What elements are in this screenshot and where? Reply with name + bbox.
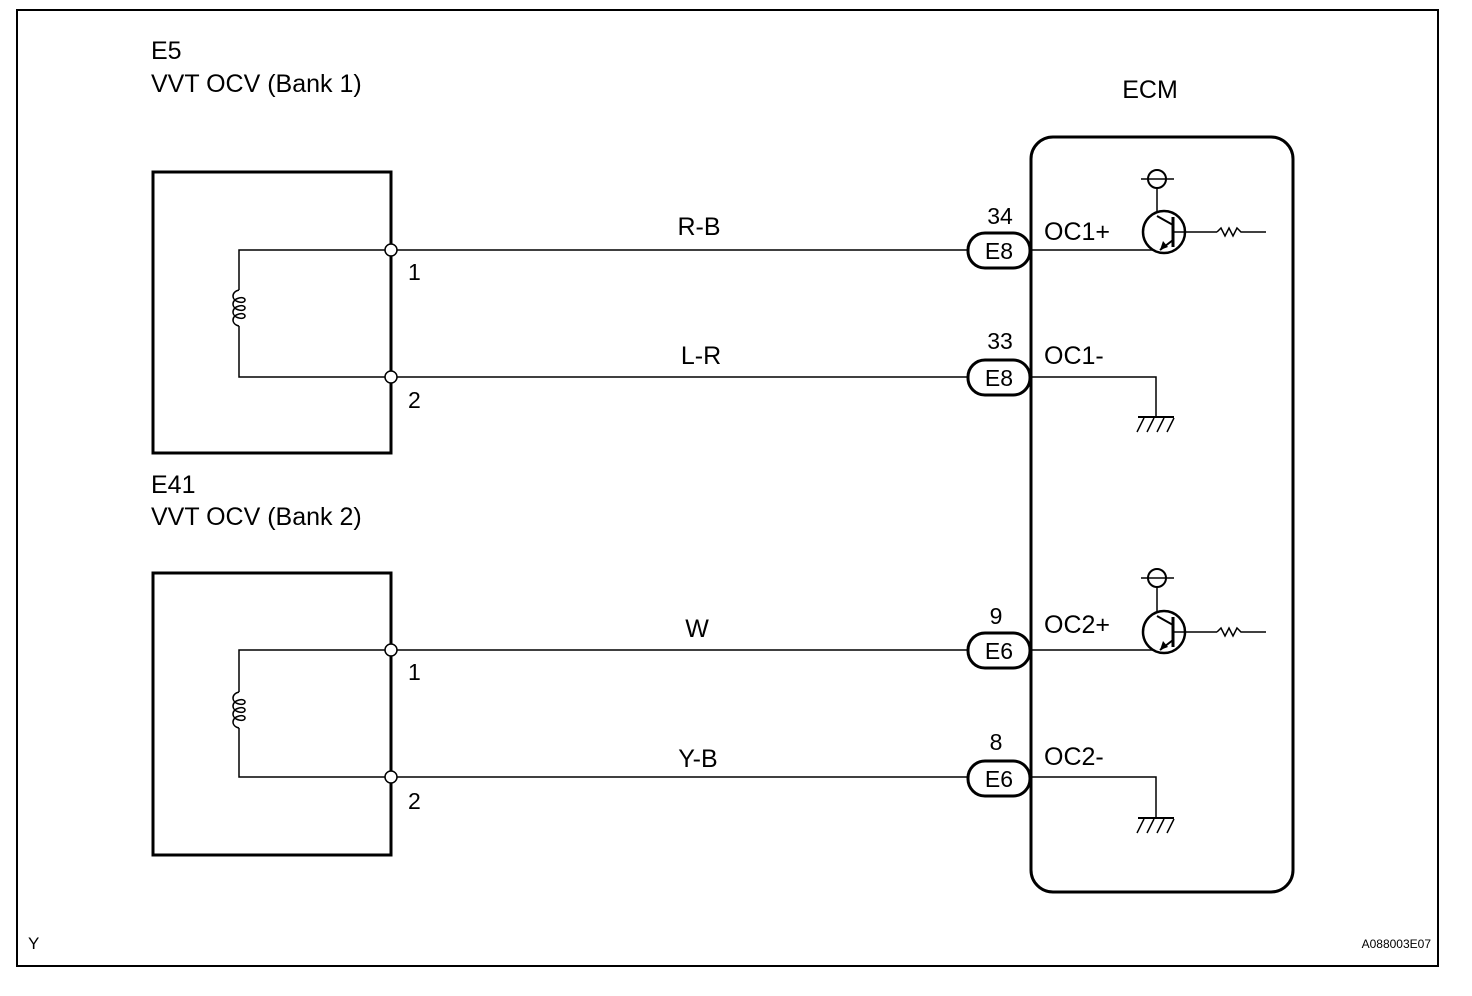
wire-w: W	[397, 615, 968, 651]
terminal-label: OC1-	[1044, 342, 1104, 370]
device-body-e5	[151, 170, 393, 455]
ecm-pin-number: 34	[987, 203, 1013, 229]
device-name-e41: VVT OCV (Bank 2)	[151, 503, 362, 531]
pin-label-e41-1: 1	[408, 659, 421, 685]
ecm-pin-number: 8	[990, 729, 1003, 755]
wire-color-label: R-B	[677, 213, 720, 241]
ecm-pin-number: 33	[987, 328, 1013, 354]
device-code-e5: E5	[151, 37, 182, 65]
ecm-pin-9: 9 E6 OC2+	[966, 603, 1110, 670]
connector-badge	[966, 231, 1032, 270]
ecm-body	[1029, 135, 1295, 894]
footer-left-label: Y	[28, 934, 39, 953]
connector-badge	[966, 358, 1032, 397]
terminal-label: OC1+	[1044, 218, 1110, 246]
coil-return-e41	[238, 728, 391, 778]
footer-figure-id: A088003E07	[1362, 937, 1432, 951]
ecm: ECM 34 E8 OC1+ 33 E8 OC1- 9 E6 OC2+ 8 E6	[966, 76, 1295, 894]
ecm-pin-number: 9	[990, 603, 1003, 629]
connector-label: E8	[985, 238, 1013, 264]
pin-label-e41-2: 2	[408, 788, 421, 814]
ecm-pin-33: 33 E8 OC1-	[966, 328, 1104, 397]
connector-label: E8	[985, 365, 1013, 391]
pin-dot-e5-2	[384, 370, 398, 384]
connector-badge	[966, 631, 1032, 670]
transistor-icon	[1031, 169, 1266, 255]
device-body-e41	[151, 571, 393, 857]
diagram-frame	[16, 9, 1439, 967]
pin-label-e5-2: 2	[408, 387, 421, 413]
wire-color-label: W	[685, 615, 709, 643]
pin-dot-e41-1	[384, 643, 398, 657]
wire-color-label: L-R	[681, 342, 721, 370]
device-e41: E41 VVT OCV (Bank 2) 1 2	[151, 471, 421, 857]
wire-l-r: L-R	[397, 342, 968, 378]
ground-icon	[1031, 776, 1175, 834]
connector-label: E6	[985, 638, 1013, 664]
wire-r-b: R-B	[397, 213, 968, 251]
ground-icon	[1031, 376, 1175, 433]
transistor-icon	[1031, 568, 1266, 655]
device-code-e41: E41	[151, 471, 195, 499]
device-e5: E5 VVT OCV (Bank 1) 1 2	[151, 37, 421, 455]
ecm-title: ECM	[1122, 76, 1178, 104]
terminal-label: OC2+	[1044, 611, 1110, 639]
terminal-label: OC2-	[1044, 743, 1104, 771]
coil-circuit-e41	[238, 649, 391, 692]
pin-label-e5-1: 1	[408, 259, 421, 285]
coil-icon	[232, 289, 246, 327]
device-name-e5: VVT OCV (Bank 1)	[151, 70, 362, 98]
coil-circuit-e5	[238, 249, 391, 290]
pin-dot-e5-1	[384, 243, 398, 257]
wire-color-label: Y-B	[678, 745, 717, 773]
ecm-pin-34: 34 E8 OC1+	[966, 203, 1110, 270]
ecm-pin-8: 8 E6 OC2-	[966, 729, 1104, 798]
coil-return-e5	[238, 326, 391, 378]
connector-badge	[966, 759, 1032, 798]
pin-dot-e41-2	[384, 770, 398, 784]
coil-icon	[232, 691, 246, 729]
wire-y-b: Y-B	[397, 745, 968, 778]
connector-label: E6	[985, 766, 1013, 792]
